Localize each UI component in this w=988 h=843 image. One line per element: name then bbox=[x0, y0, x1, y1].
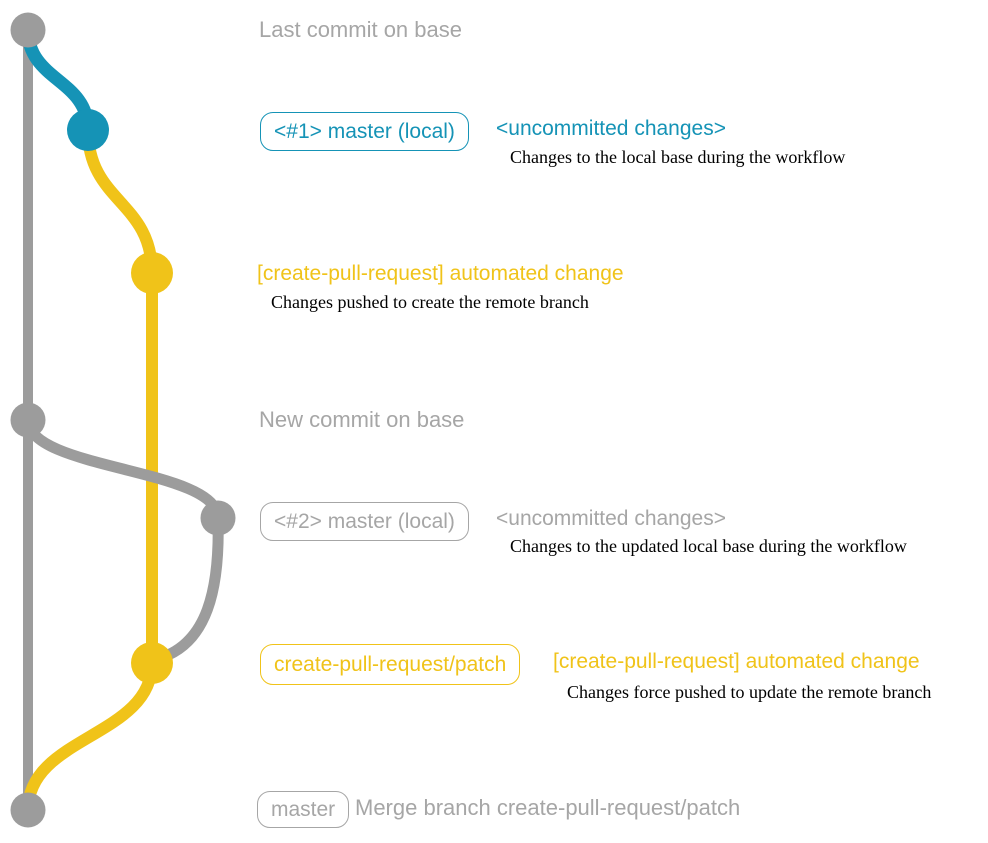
commit-dot-remote-1 bbox=[131, 252, 173, 294]
commit-dot-merge bbox=[10, 792, 46, 828]
uncommitted-changes-heading-1: <uncommitted changes> bbox=[496, 117, 726, 140]
badge-create-pull-request-patch: create-pull-request/patch bbox=[260, 644, 521, 685]
uncommitted-changes-description-2: Changes to the updated local base during… bbox=[510, 536, 907, 556]
merge-branch-label: Merge branch create-pull-request/patch bbox=[355, 795, 741, 820]
automated-change-description-1: Changes pushed to create the remote bran… bbox=[271, 292, 589, 312]
commit-dot-remote-2 bbox=[131, 642, 173, 684]
local-to-remote-update-curve bbox=[155, 517, 224, 665]
commit-dot-last-base bbox=[10, 12, 46, 48]
automated-change-heading-2: [create-pull-request] automated change bbox=[553, 650, 920, 673]
remote-branch-curve-top bbox=[82, 129, 158, 274]
automated-change-heading-1: [create-pull-request] automated change bbox=[257, 262, 624, 285]
badge-master-local-1: <#1> master (local) bbox=[260, 112, 469, 151]
automated-change-description-2: Changes force pushed to update the remot… bbox=[567, 682, 932, 702]
commit-dot-new-base bbox=[10, 402, 46, 438]
new-commit-label: New commit on base bbox=[259, 407, 465, 432]
remote-branch-merge-curve bbox=[22, 662, 158, 811]
local-branch-curve-2 bbox=[22, 418, 224, 520]
badge-master-local-2: <#2> master (local) bbox=[260, 502, 469, 541]
uncommitted-changes-heading-2: <uncommitted changes> bbox=[496, 507, 726, 530]
badge-master: master bbox=[257, 791, 350, 828]
last-commit-label: Last commit on base bbox=[259, 17, 462, 42]
commit-dot-local-2 bbox=[200, 500, 236, 536]
uncommitted-changes-description-1: Changes to the local base during the wor… bbox=[510, 147, 846, 167]
commit-dot-local-1 bbox=[67, 109, 109, 151]
